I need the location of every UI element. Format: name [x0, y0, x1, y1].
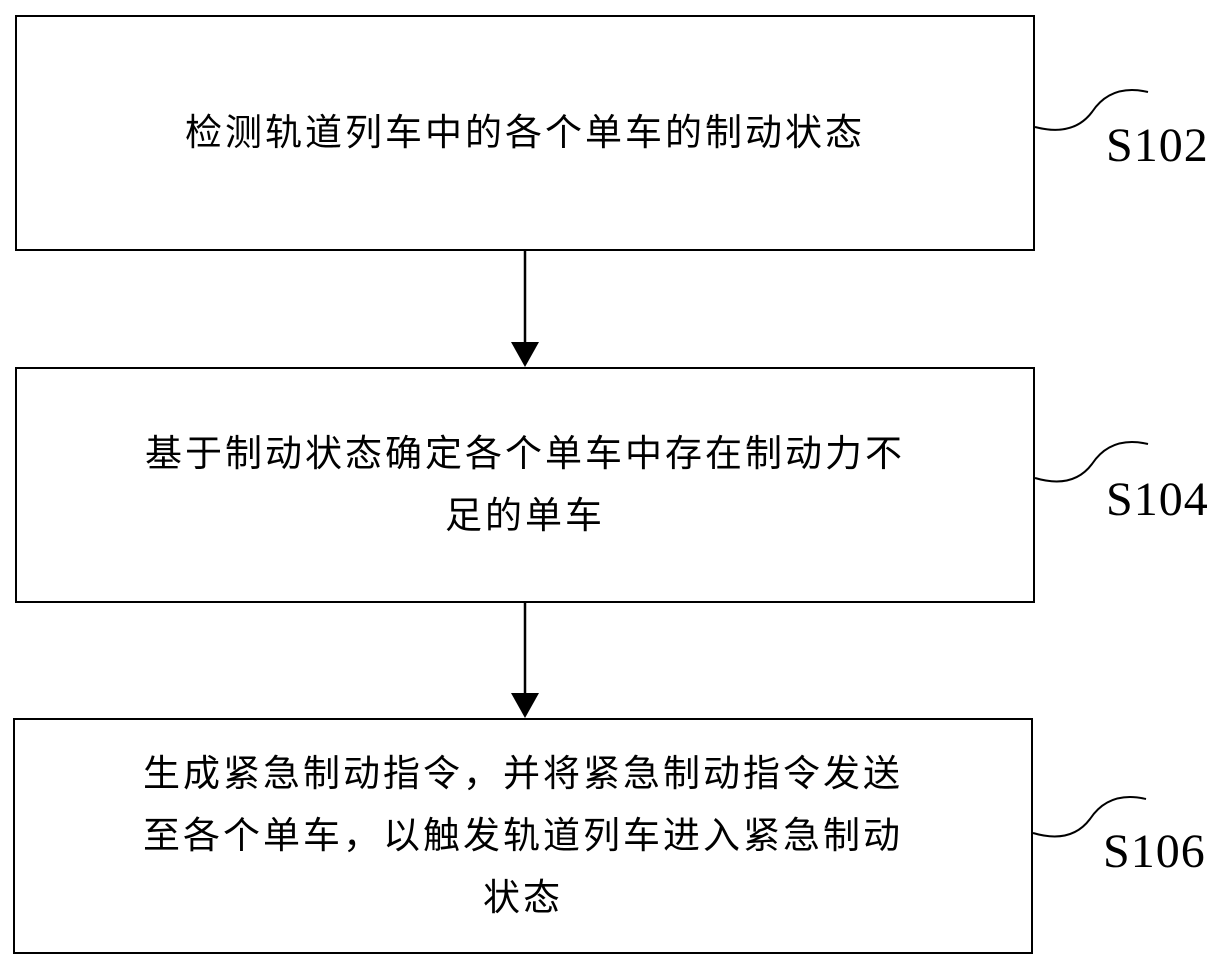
step-box-s106: 生成紧急制动指令，并将紧急制动指令发送 至各个单车，以触发轨道列车进入紧急制动 … [13, 718, 1033, 954]
step-text-s106: 生成紧急制动指令，并将紧急制动指令发送 至各个单车，以触发轨道列车进入紧急制动 … [143, 752, 903, 919]
leader-line-s102 [1034, 89, 1149, 131]
step-box-s102: 检测轨道列车中的各个单车的制动状态 [15, 15, 1035, 251]
arrow-s102-to-s104 [511, 251, 539, 367]
step-label-s106: S106 [1103, 825, 1206, 878]
arrow-s104-to-s106 [511, 603, 539, 718]
step-text-s104: 基于制动状态确定各个单车中存在制动力不 足的单车 [145, 432, 905, 537]
step-text-s102: 检测轨道列车中的各个单车的制动状态 [185, 111, 865, 154]
step-box-s104: 基于制动状态确定各个单车中存在制动力不 足的单车 [15, 367, 1035, 603]
leader-line-s104 [1034, 441, 1149, 483]
step-label-s104: S104 [1106, 473, 1209, 526]
step-label-s102: S102 [1106, 119, 1209, 172]
leader-line-s106 [1032, 796, 1147, 838]
